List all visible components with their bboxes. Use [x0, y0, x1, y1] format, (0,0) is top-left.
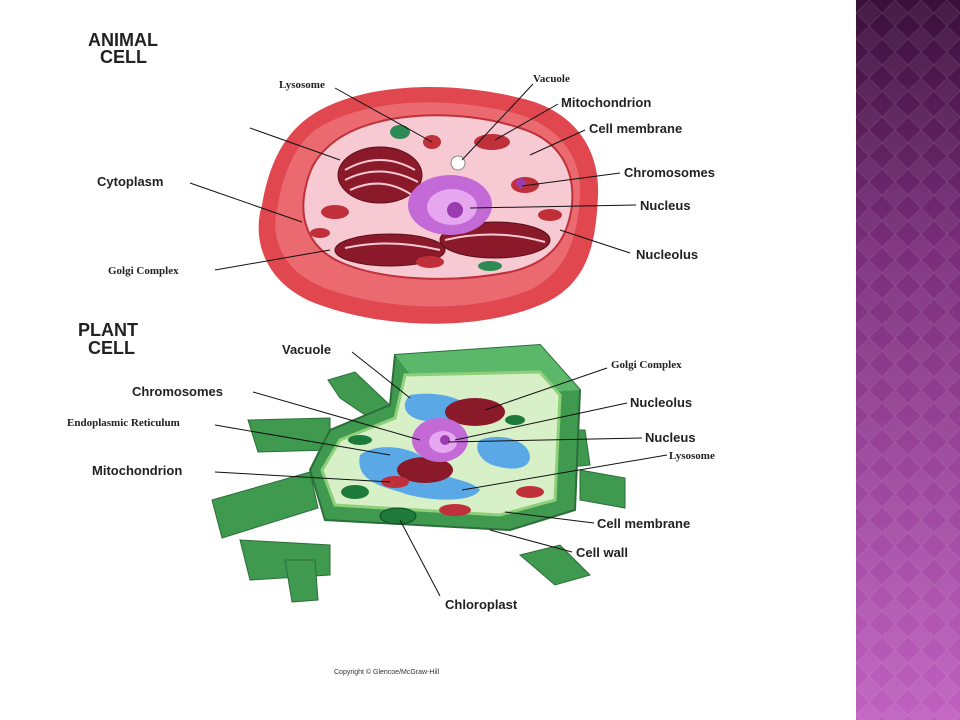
animal-leader-lines	[189, 83, 637, 271]
plant-label-mitochondrion: Mitochondrion	[92, 463, 182, 478]
copyright-notice: Copyright © Glencoe/McGraw-Hill	[334, 668, 440, 676]
plant-label-lysosome: Lysosome	[669, 450, 715, 462]
decorative-side-panel	[856, 0, 960, 720]
plant-label-cell-wall: Cell wall	[576, 545, 628, 560]
animal-cell-drawing	[258, 86, 599, 324]
animal-label-nucleolus: Nucleolus	[636, 247, 698, 262]
plant-label-chloroplast: Chloroplast	[445, 597, 518, 612]
plant-label-vacuole: Vacuole	[282, 342, 331, 357]
animal-label-mitochondrion: Mitochondrion	[561, 95, 651, 110]
animal-title-line1: ANIMAL	[88, 30, 158, 50]
plant-label-golgi: Golgi Complex	[611, 359, 682, 371]
plant-label-er: Endoplasmic Reticulum	[67, 417, 180, 429]
animal-label-chromosomes: Chromosomes	[624, 165, 715, 180]
animal-label-lysosome: Lysosome	[279, 79, 325, 91]
plant-cell-drawing	[211, 343, 626, 603]
plant-label-chromosomes: Chromosomes	[132, 384, 223, 399]
plant-title-line2: CELL	[88, 338, 135, 358]
animal-title-line2: CELL	[100, 47, 147, 67]
animal-label-vacuole: Vacuole	[533, 73, 570, 85]
animal-label-cytoplasm: Cytoplasm	[97, 174, 163, 189]
plant-label-cell-membrane: Cell membrane	[597, 516, 690, 531]
plant-leader-lines	[214, 351, 668, 597]
animal-label-cell-membrane: Cell membrane	[589, 121, 682, 136]
plant-title-line1: PLANT	[78, 320, 138, 340]
animal-label-golgi: Golgi Complex	[108, 265, 179, 277]
plant-label-nucleus: Nucleus	[645, 430, 696, 445]
plant-label-nucleolus: Nucleolus	[630, 395, 692, 410]
animal-label-nucleus: Nucleus	[640, 198, 691, 213]
